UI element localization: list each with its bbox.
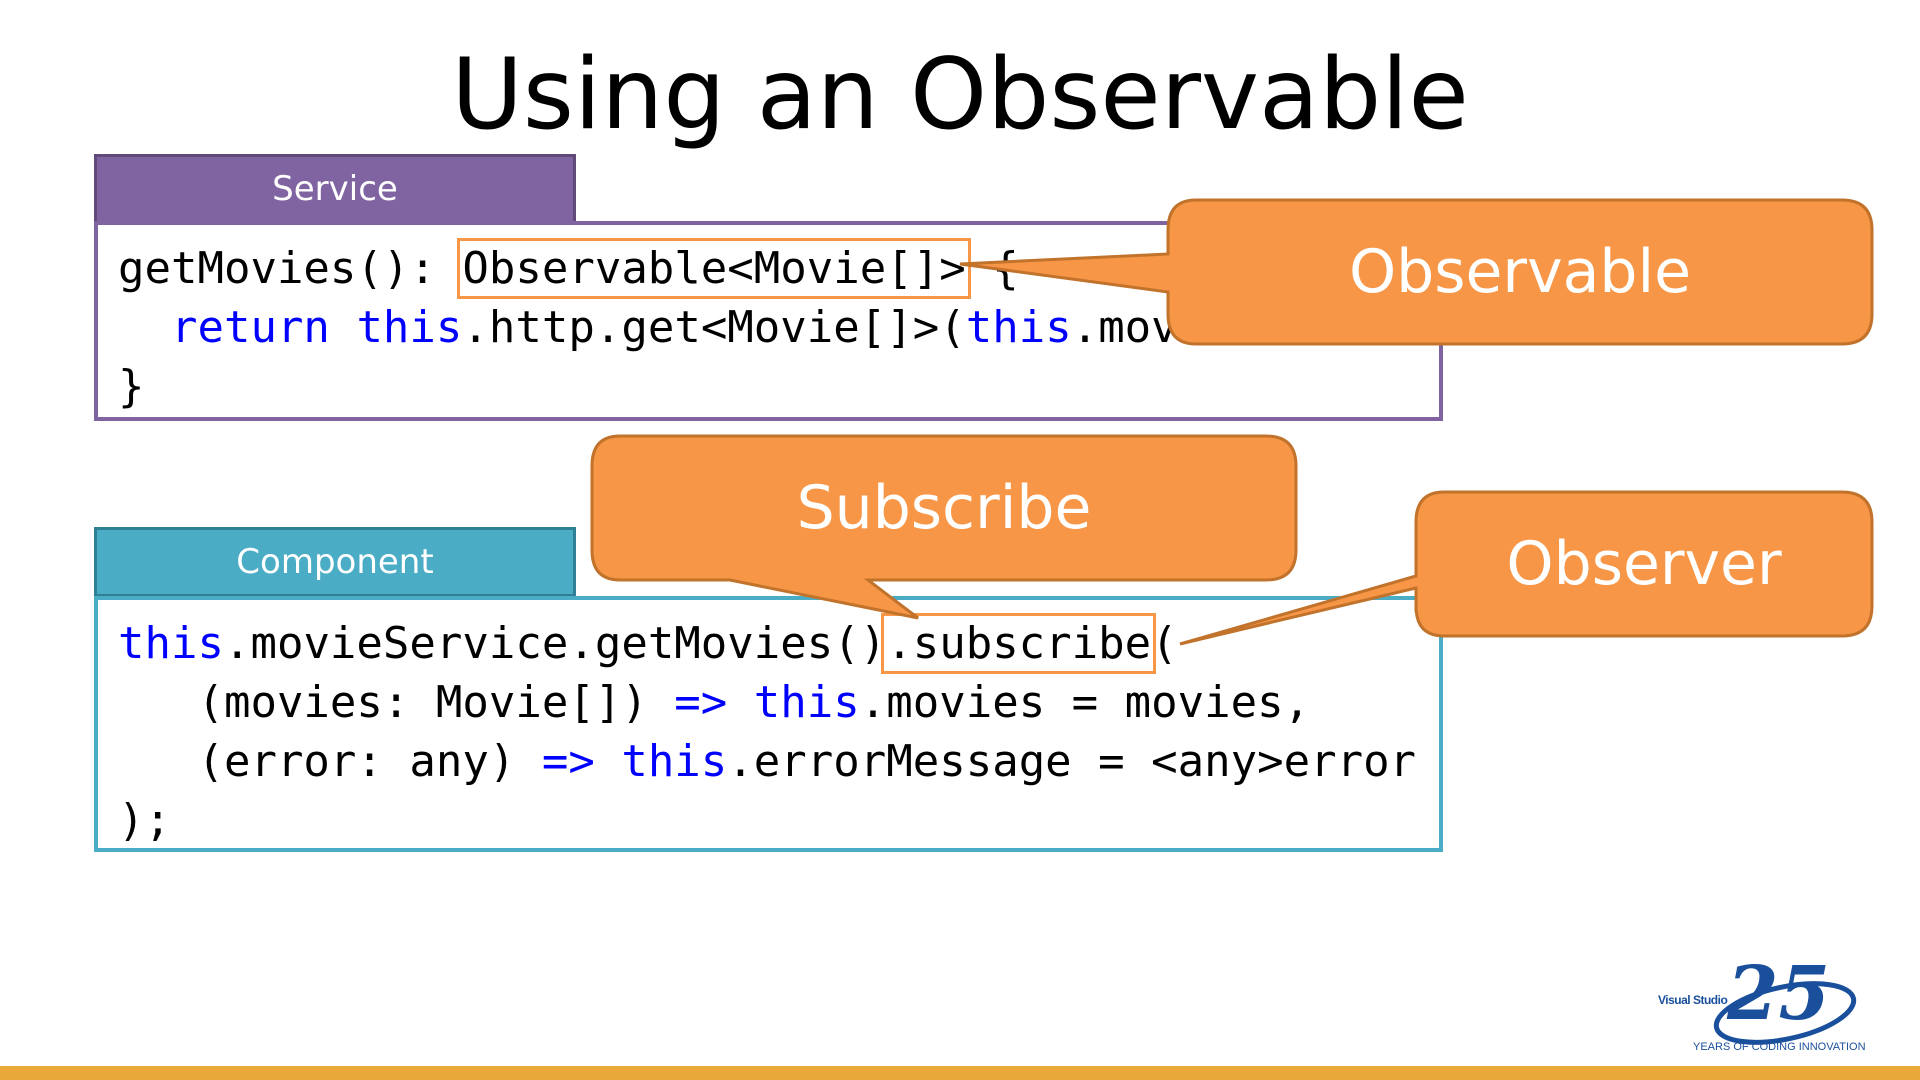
subscribe-highlight: .subscribe xyxy=(881,613,1157,674)
logo-swoosh-icon xyxy=(1713,981,1857,1045)
service-tab-label: Service xyxy=(272,169,398,209)
keyword-this: this xyxy=(753,677,860,728)
footer-bar xyxy=(0,1066,1920,1080)
logo-brand: Visual Studio xyxy=(1658,993,1728,1007)
visual-studio-live-logo: Visual Studio 25 YEARS OF CODING INNOVAT… xyxy=(1655,957,1866,1065)
observer-callout: Observer xyxy=(1506,529,1782,599)
arrow-operator: => xyxy=(541,736,595,787)
keyword-return: return xyxy=(170,302,330,353)
arrow-operator: => xyxy=(674,677,728,728)
component-code-line-4: ); xyxy=(118,795,171,846)
component-code-line-2: (movies: Movie[]) => this.movies = movie… xyxy=(118,677,1311,728)
keyword-this: this xyxy=(621,736,728,787)
component-tab: Component xyxy=(94,527,576,597)
logo-tagline: YEARS OF CODING INNOVATION xyxy=(1693,1041,1866,1053)
component-code-block: this.movieService.getMovies().subscribe(… xyxy=(94,596,1443,852)
component-tab-label: Component xyxy=(236,542,434,582)
service-tab: Service xyxy=(94,154,576,224)
observable-type-highlight: Observable<Movie[]> xyxy=(457,238,971,299)
logo-number: 25 xyxy=(1727,951,1830,1037)
service-code-line-3: } xyxy=(118,361,145,412)
keyword-this: this xyxy=(118,618,224,669)
slide-title: Using an Observable xyxy=(451,38,1469,152)
keyword-this: this xyxy=(965,302,1072,353)
component-code-line-1: this.movieService.getMovies().subscribe( xyxy=(118,613,1178,674)
component-code-line-3: (error: any) => this.errorMessage = <any… xyxy=(118,736,1417,787)
observable-callout: Observable xyxy=(1348,237,1692,307)
keyword-this: this xyxy=(356,302,463,353)
subscribe-callout: Subscribe xyxy=(796,473,1092,543)
